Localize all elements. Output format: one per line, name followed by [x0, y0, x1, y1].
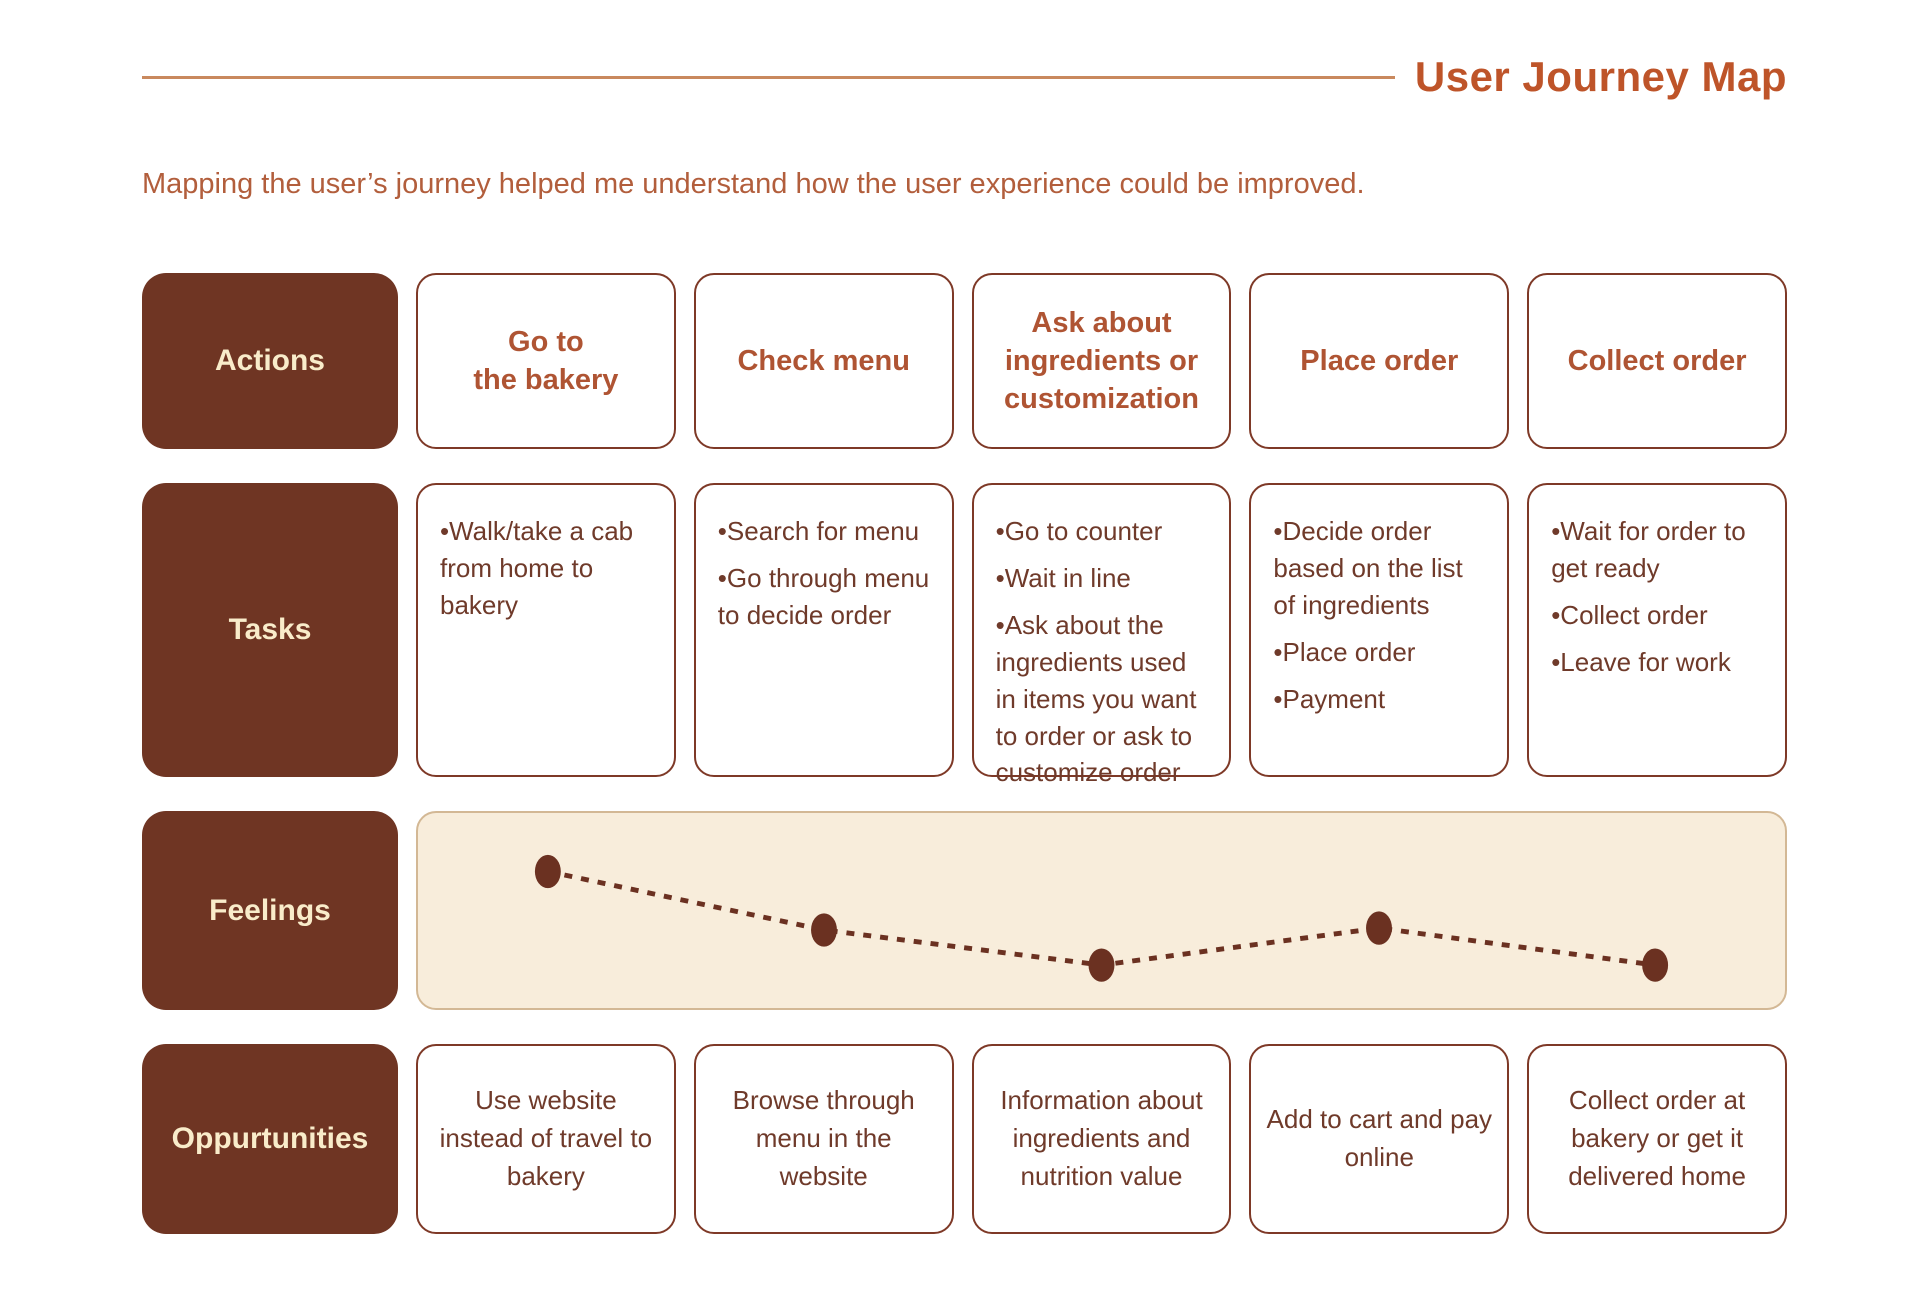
task-item: Go to counter — [996, 513, 1210, 550]
action-cell: Place order — [1249, 273, 1510, 449]
action-cell-text: Place order — [1300, 344, 1459, 377]
task-cell: Search for menu Go through menu to decid… — [693, 483, 954, 777]
task-cell: Walk/take a cab from home to bakery — [416, 483, 676, 777]
opportunity-cell: Information about ingredients and nutrit… — [971, 1044, 1232, 1234]
task-item: Place order — [1273, 634, 1487, 671]
opportunity-cell-text: Collect order at bakery or get it delive… — [1568, 1085, 1746, 1191]
task-cell: Wait for order to get ready Collect orde… — [1527, 483, 1787, 777]
task-item: Walk/take a cab from home to bakery — [440, 513, 654, 624]
action-cell: Collect order — [1527, 273, 1787, 449]
task-item: Go through menu to decide order — [718, 560, 932, 634]
action-cell-text: Check menu — [737, 344, 910, 377]
task-cell: Go to counter Wait in line Ask about the… — [971, 483, 1232, 787]
opportunity-cell-text: Information about ingredients and nutrit… — [1000, 1085, 1203, 1191]
row-header-opportunities: Oppurtunities — [142, 1044, 398, 1234]
row-header-tasks: Tasks — [142, 483, 398, 777]
task-item: Collect order — [1551, 597, 1765, 634]
action-cell-text: Ask about ingredients or customization — [1004, 306, 1199, 416]
action-cell-text: Collect order — [1567, 344, 1747, 377]
action-cell: Go to the bakery — [416, 273, 676, 449]
page-title: User Journey Map — [1414, 53, 1787, 100]
task-cell: Decide order based on the list of ingred… — [1249, 483, 1510, 777]
task-item: Leave for work — [1551, 644, 1765, 681]
opportunity-cell: Use website instead of travel to bakery — [416, 1044, 676, 1234]
opportunity-cell: Browse through menu in the website — [693, 1044, 954, 1234]
task-item: Search for menu — [718, 513, 932, 550]
task-item: Payment — [1273, 681, 1487, 718]
opportunity-cell-text: Browse through menu in the website — [732, 1085, 915, 1191]
opportunity-cell: Add to cart and pay online — [1249, 1044, 1510, 1234]
task-item: Wait for order to get ready — [1551, 513, 1765, 587]
feelings-line-chart — [534, 854, 1669, 982]
opportunity-cell: Collect order at bakery or get it delive… — [1527, 1044, 1787, 1234]
action-cell: Check menu — [693, 273, 954, 449]
opportunity-cell-text: Use website instead of travel to bakery — [439, 1085, 653, 1191]
feelings-chart-area — [416, 811, 1787, 1010]
page-header: User Journey Map — [142, 46, 1787, 108]
title-rule-line — [142, 75, 1395, 79]
task-item: Ask about the ingredients used in items … — [996, 607, 1210, 792]
opportunity-cell-text: Add to cart and pay online — [1266, 1104, 1493, 1172]
row-header-feelings: Feelings — [142, 811, 398, 1010]
row-header-actions: Actions — [142, 273, 398, 449]
journey-grid: Actions Go to the bakery Check menu Ask … — [142, 273, 1787, 1234]
action-cell: Ask about ingredients or customization — [971, 273, 1232, 449]
action-cell-text: Go to the bakery — [473, 325, 619, 396]
page-subtitle: Mapping the user’s journey helped me und… — [142, 168, 1365, 200]
task-item: Wait in line — [996, 560, 1210, 597]
task-item: Decide order based on the list of ingred… — [1273, 513, 1487, 624]
